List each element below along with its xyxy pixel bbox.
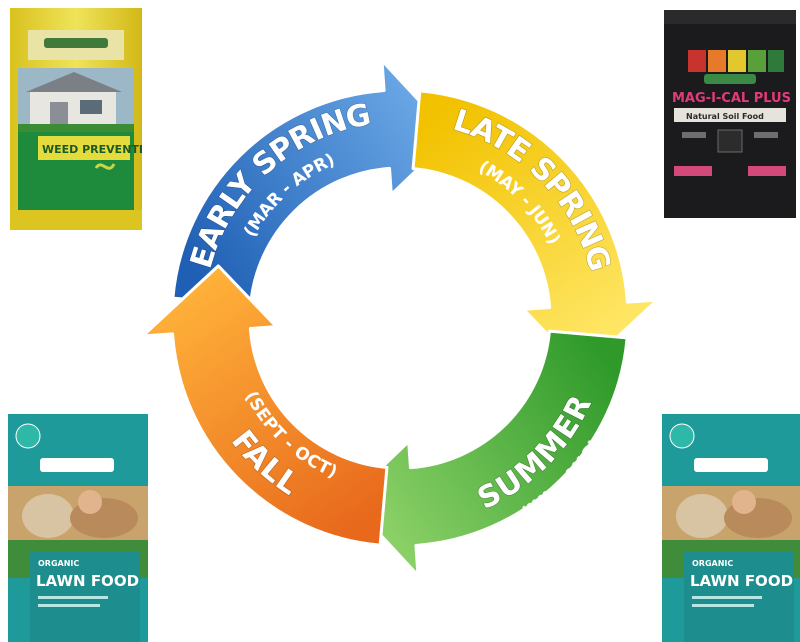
lawn-food-right-tag: ORGANIC — [692, 559, 733, 568]
product-lawn-food-left: ORGANIC LAWN FOOD — [8, 414, 148, 642]
arrow-late-spring — [411, 89, 659, 372]
product-mag-i-cal-plus: MAG-I-CAL PLUS Natural Soil Food — [664, 10, 796, 218]
lawn-food-left-tag: ORGANIC — [38, 559, 79, 568]
arrow-early-spring — [171, 59, 454, 307]
arrow-fall — [141, 264, 389, 547]
product-lawn-food-right: ORGANIC LAWN FOOD — [662, 414, 800, 642]
mag-i-cal-sublabel: Natural Soil Food — [686, 112, 764, 121]
lawn-food-left-label: LAWN FOOD — [36, 572, 139, 590]
product-weed-preventer: WEED PREVENTER — [10, 8, 142, 230]
weed-preventer-label: WEED PREVENTER — [42, 143, 142, 156]
arrow-summer — [346, 329, 629, 577]
mag-i-cal-label: MAG-I-CAL PLUS — [672, 91, 791, 106]
lawn-food-right-label: LAWN FOOD — [690, 572, 793, 590]
